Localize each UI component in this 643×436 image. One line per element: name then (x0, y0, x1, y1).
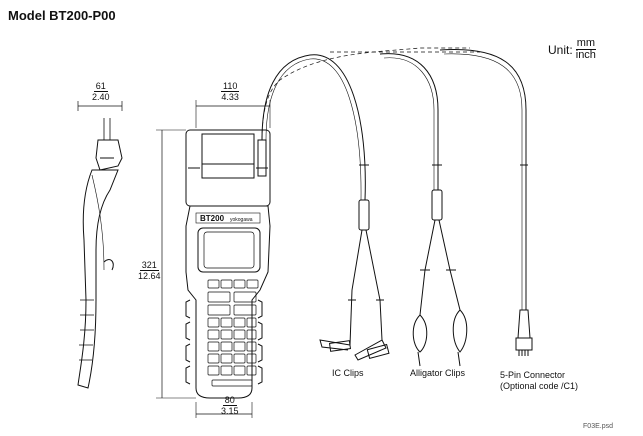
file-name: F03E.psd (583, 423, 613, 430)
device-brand-sub: yokogawa (230, 217, 253, 223)
side-view (77, 101, 123, 389)
unit-fraction: mm inch (575, 37, 597, 61)
height-mm: 321 (139, 260, 159, 271)
unit-denominator: inch (575, 49, 596, 61)
width-top-dimension: 110 4.33 (221, 81, 240, 102)
alligator-clips-label: Alligator Clips (410, 368, 466, 378)
connector-label-line1: 5-Pin Connector (500, 370, 566, 380)
keypad (207, 279, 259, 387)
page-title: Model BT200-P00 (8, 8, 116, 23)
width-bottom-mm: 80 (222, 395, 237, 406)
width-top-mm: 110 (221, 81, 240, 92)
depth-inch: 2.40 (92, 92, 110, 102)
width-bottom-dimension: 80 3.15 (221, 395, 239, 416)
unit-label: Unit: (548, 42, 573, 57)
unit-legend: Unit: mm inch (548, 37, 597, 61)
depth-mm: 61 (93, 81, 108, 92)
cable-assembly (261, 47, 533, 367)
height-inch: 12.64 (138, 271, 161, 281)
depth-dimension: 61 2.40 (92, 81, 110, 102)
ic-clips-label: IC Clips (332, 368, 364, 378)
width-bottom-inch: 3.15 (221, 406, 239, 416)
connector-label: 5-Pin Connector (Optional code /C1) (500, 370, 578, 392)
device-brand: BT200 (200, 214, 225, 223)
width-top-inch: 4.33 (221, 92, 239, 102)
front-view (156, 100, 271, 418)
unit-numerator: mm (575, 37, 597, 50)
height-dimension: 321 12.64 (138, 260, 161, 281)
connector-label-line2: (Optional code /C1) (500, 381, 579, 391)
